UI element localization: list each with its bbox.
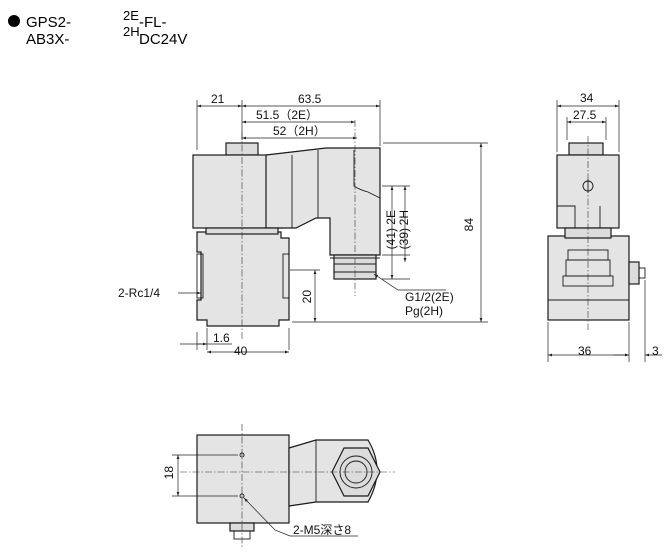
title-variant-2e: 2E xyxy=(123,8,139,23)
dim-40-label: 40 xyxy=(234,344,248,358)
mount-hole-bottom xyxy=(239,493,245,499)
thread-2h-label: Pg(2H) xyxy=(405,304,444,318)
dim-41-label: (41) xyxy=(384,228,398,250)
dim-84-label: 84 xyxy=(462,218,476,232)
bullet-icon xyxy=(8,15,20,27)
dim-34-label: 34 xyxy=(580,91,594,105)
bottom-valve-body xyxy=(196,434,290,524)
title-suffix: -FL-DC24V xyxy=(139,14,188,48)
dim-2h-label: 2H xyxy=(397,210,411,226)
port-label: 2-Rc1/4 xyxy=(118,286,161,300)
dim-3-label: 3 xyxy=(652,344,659,358)
dim-20-label: 20 xyxy=(300,290,314,304)
mount-label: 2-M5深さ8 xyxy=(293,523,352,537)
dim-63-5-label: 63.5 xyxy=(298,92,322,106)
side-fitting xyxy=(628,261,640,285)
dim-18-label: 18 xyxy=(162,466,176,480)
bottom-view xyxy=(172,424,395,548)
title-prefix: GPS2-AB3X- xyxy=(26,14,72,48)
dim-51-5-label: 51.5（2E） xyxy=(256,108,319,122)
dim-52-label: 52（2H） xyxy=(273,124,326,138)
side-valve-body xyxy=(547,235,630,321)
dim-39-label: (39) xyxy=(397,228,411,250)
dim-2e-label: 2E xyxy=(384,210,398,225)
title-variant-2h: 2H xyxy=(123,24,140,39)
dim-21-label: 21 xyxy=(211,92,225,106)
dim-27-5-label: 27.5 xyxy=(573,108,597,122)
dim-36-label: 36 xyxy=(578,344,592,358)
dim-1-6-label: 1.6 xyxy=(213,331,230,345)
valve-body xyxy=(196,231,290,327)
connector-housing xyxy=(265,147,381,256)
side-view xyxy=(547,100,662,362)
front-view xyxy=(178,100,488,354)
thread-2e-label: G1/2(2E) xyxy=(405,290,454,304)
